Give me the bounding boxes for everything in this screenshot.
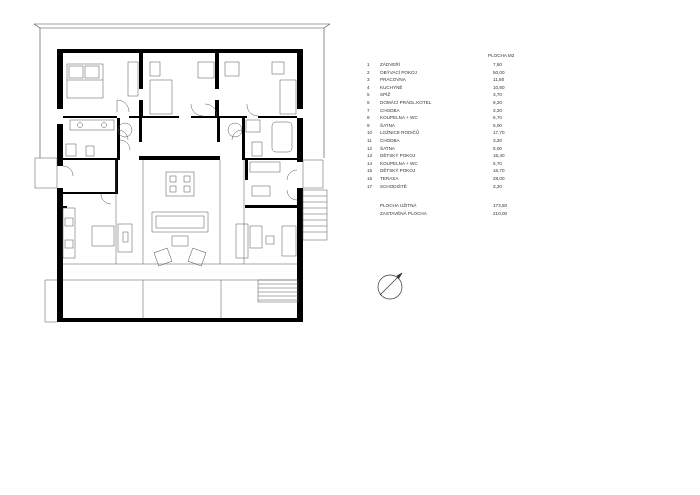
room-name: ZÁDVEŘÍ [380, 62, 400, 67]
room-row: 15 DĚTSKÝ POKOJ 16,70 [367, 168, 537, 174]
room-number: 13 [367, 153, 373, 159]
room-row: 2 OBÝVACÍ POKOJ 50,00 [367, 70, 537, 76]
room-row: 14 KOUPELNA + WC 6,70 [367, 161, 537, 167]
room-row: 5 SPÍŽ 3,70 [367, 92, 537, 98]
room-area: 3,20 [493, 183, 502, 189]
bed [66, 63, 104, 99]
total-row: PLOCHA UŽITNÁ 173,60 [380, 203, 537, 209]
room-area: 16,70 [493, 168, 505, 174]
furniture-study [235, 223, 297, 259]
total-value: 173,60 [493, 203, 508, 208]
room-number: 4 [367, 84, 370, 90]
room-name: LOŽNICE RODIČŮ [380, 130, 420, 136]
room-number: 2 [367, 69, 370, 75]
room-area: 50,00 [493, 69, 505, 75]
room-name: CHODBA [380, 107, 400, 113]
room-number: 1 [367, 62, 370, 67]
room-row: 10 LOŽNICE RODIČŮ 17,70 [367, 130, 537, 136]
room-name: KUCHYNĚ [380, 84, 403, 90]
room-name: DĚTSKÝ POKOJ [380, 153, 416, 159]
room-area: 28,00 [493, 176, 505, 181]
room-area: 10,80 [493, 84, 505, 90]
room-area: 3,70 [493, 92, 502, 98]
room-legend: PLOCHA M2 1 ZÁDVEŘÍ 7,50 2 OBÝVACÍ POKOJ 50,0… [367, 0, 537, 250]
furniture-living [151, 171, 209, 267]
room-number: 6 [367, 100, 370, 105]
room-number: 14 [367, 160, 373, 166]
total-label: ZASTAVĚNÁ PLOCHA [380, 210, 427, 216]
room-number: 16 [367, 176, 373, 181]
room-number: 5 [367, 92, 370, 98]
area-column-header: PLOCHA M2 [488, 53, 515, 58]
room-row: 7 CHODBA 3,20 [367, 108, 537, 114]
room-area: 3,20 [493, 138, 502, 143]
north-arrow-icon [377, 272, 403, 300]
furniture-beds [66, 61, 297, 115]
room-name: OBÝVACÍ POKOJ [380, 69, 417, 75]
room-row: 17 SCHODIŠTĚ 3,20 [367, 184, 537, 190]
room-row: 9 ŠATNA 5,00 [367, 123, 537, 129]
room-name: ŠATNA [380, 122, 395, 128]
room-name: DĚTSKÝ POKOJ [380, 168, 416, 174]
room-area: 11,80 [493, 77, 505, 83]
room-name: DOMÁCÍ PRÁDL.KOTEL [380, 100, 432, 105]
room-area: 5,00 [493, 145, 502, 151]
room-name: SPÍŽ [380, 92, 391, 98]
interior-walls [63, 49, 297, 208]
room-area: 6,70 [493, 115, 502, 121]
bed [279, 79, 297, 115]
furniture-bathrooms [65, 119, 293, 197]
exterior-walls [57, 49, 303, 322]
room-area: 16,40 [493, 153, 505, 159]
room-number: 9 [367, 122, 370, 128]
door-swings [62, 99, 298, 205]
room-number: 8 [367, 115, 370, 121]
room-name: ŠATNA [380, 145, 395, 151]
room-name: PRACOVNA [380, 77, 406, 83]
total-value: 210,00 [493, 210, 508, 216]
room-number: 11 [367, 138, 372, 143]
room-number: 7 [367, 107, 370, 113]
room-area: 7,50 [493, 62, 502, 67]
room-row: 11 CHODBA 3,20 [367, 138, 537, 144]
room-row: 1 ZÁDVEŘÍ 7,50 [367, 62, 537, 68]
room-name: KOUPELNA + WC [380, 115, 418, 121]
room-area: 5,00 [493, 122, 502, 128]
room-name: CHODBA [380, 138, 400, 143]
room-area: 3,20 [493, 107, 502, 113]
room-number: 10 [367, 130, 373, 136]
room-name: KOUPELNA + WC [380, 160, 418, 166]
furniture-kitchen [62, 207, 133, 259]
room-area: 17,70 [493, 130, 505, 136]
total-label: PLOCHA UŽITNÁ [380, 203, 417, 208]
room-area: 9,20 [493, 100, 502, 105]
room-number: 3 [367, 77, 370, 83]
room-number: 17 [367, 183, 373, 189]
bed [149, 79, 173, 115]
room-name: SCHODIŠTĚ [380, 183, 407, 189]
room-row: 4 KUCHYNĚ 10,80 [367, 85, 537, 91]
total-row: ZASTAVĚNÁ PLOCHA 210,00 [380, 211, 537, 217]
room-row: 12 ŠATNA 5,00 [367, 146, 537, 152]
room-number: 12 [367, 145, 373, 151]
room-area: 6,70 [493, 160, 502, 166]
room-row: 8 KOUPELNA + WC 6,70 [367, 115, 537, 121]
room-row: 13 DĚTSKÝ POKOJ 16,40 [367, 153, 537, 159]
roof-outline [33, 23, 331, 158]
room-row: 3 PRACOVNA 11,80 [367, 77, 537, 83]
room-number: 15 [367, 168, 373, 174]
plan-lines [34, 157, 328, 323]
room-name: TERASA [380, 176, 399, 181]
room-row: 6 DOMÁCÍ PRÁDL.KOTEL 9,20 [367, 100, 537, 106]
room-row: 16 TERASA 28,00 [367, 176, 537, 182]
